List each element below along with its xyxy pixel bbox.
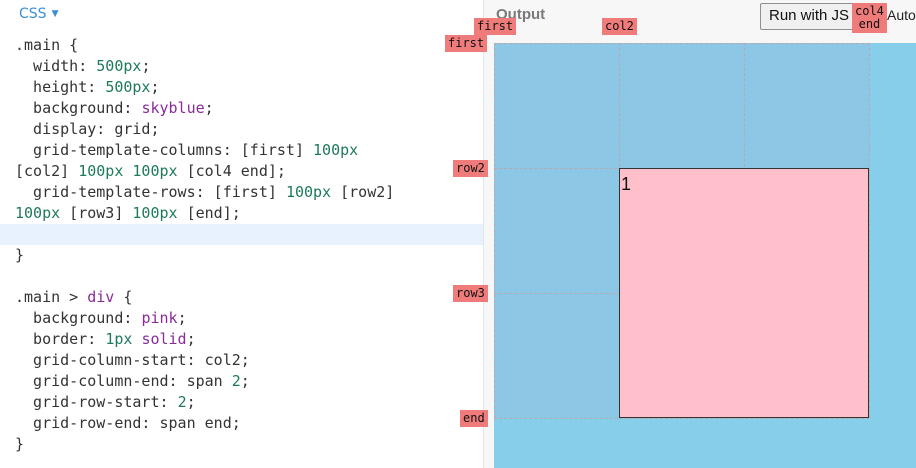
code-token: div (87, 288, 115, 306)
grid-line-row-end (494, 418, 869, 419)
chevron-down-icon: ▼ (51, 9, 59, 19)
code-token: height: (15, 78, 106, 96)
code-token: 1px (105, 330, 133, 348)
row-tag-first: first (445, 35, 488, 52)
grid-container: 1 (494, 43, 916, 468)
row-tag-row3: row3 (453, 285, 488, 302)
auto-run-label[interactable]: Auto-run JS (887, 7, 916, 23)
code-token: .main { (15, 36, 79, 54)
row-tag-row2: row2 (453, 160, 488, 177)
code-token: } (15, 246, 25, 264)
language-dropdown[interactable]: CSS ▼ (19, 6, 58, 22)
code-token: grid-column-end: span (15, 372, 232, 390)
col-tag-col2: col2 (602, 18, 637, 35)
code-token: grid-template-rows: [first] (15, 183, 286, 201)
code-token: } (15, 435, 25, 453)
code-line[interactable] (0, 266, 483, 287)
grid-line-col-first (494, 43, 495, 418)
col-tag-first: first (474, 18, 517, 35)
code-token: [col4 end]; (177, 162, 286, 180)
code-token: .main > (15, 288, 88, 306)
code-token: [row2] (331, 183, 395, 201)
code-line[interactable]: height: 500px; (0, 77, 483, 98)
code-line[interactable]: grid-template-rows: [first] 100px [row2] (0, 182, 483, 203)
code-line[interactable]: background: pink; (0, 308, 483, 329)
code-token: pink (141, 309, 178, 327)
code-token: ; (186, 330, 196, 348)
code-token: grid-column-start: col2; (15, 351, 250, 369)
code-token: grid-row-start: (15, 393, 178, 411)
code-token: 100px (313, 141, 359, 159)
output-panel: Output Run with JS Auto-run JS 1 (484, 0, 916, 468)
code-token: grid-row-end: span end; (15, 414, 241, 432)
code-line[interactable] (0, 224, 483, 245)
grid-line-row-first (494, 43, 869, 44)
code-token: solid (141, 330, 187, 348)
code-token: grid-template-columns: [first] (15, 141, 314, 159)
code-line[interactable]: .main > div { (0, 287, 483, 308)
code-token: 100px 100px (78, 162, 178, 180)
code-token: [col2] (15, 162, 79, 180)
code-token: { (114, 288, 133, 306)
code-token: ; (141, 57, 151, 75)
code-token: 500px (105, 78, 151, 96)
code-token: [end]; (177, 204, 241, 222)
code-line[interactable]: grid-row-end: span end; (0, 413, 483, 434)
code-line[interactable]: border: 1px solid; (0, 329, 483, 350)
code-token: border: (15, 330, 106, 348)
code-token: display: grid; (15, 120, 160, 138)
code-token: ; (240, 372, 250, 390)
code-token: ; (204, 99, 214, 117)
code-line[interactable]: } (0, 434, 483, 455)
code-line[interactable]: width: 500px; (0, 56, 483, 77)
code-token: background: (15, 309, 142, 327)
code-token: 2 (231, 372, 241, 390)
code-token: 100px (132, 204, 178, 222)
code-token: width: (15, 57, 97, 75)
code-line[interactable]: display: grid; (0, 119, 483, 140)
language-label: CSS (19, 6, 47, 22)
code-token: 500px (96, 57, 142, 75)
col-tag-col4-end: col4 end (852, 3, 887, 33)
grid-line-col4-end (869, 43, 870, 418)
row-tag-end: end (460, 410, 488, 427)
code-token: [row3] (60, 204, 133, 222)
code-token: 2 (177, 393, 187, 411)
code-line[interactable]: .main { (0, 35, 483, 56)
code-token: 100px (15, 204, 61, 222)
css-editor-panel[interactable]: CSS ▼ .main { width: 500px; height: 500px… (0, 0, 484, 468)
grid-item: 1 (619, 168, 869, 418)
code-area[interactable]: .main { width: 500px; height: 500px; bac… (0, 35, 483, 455)
code-line[interactable]: [col2] 100px 100px [col4 end]; (0, 161, 483, 182)
code-token: ; (186, 393, 196, 411)
code-token: ; (150, 78, 160, 96)
code-line[interactable]: grid-row-start: 2; (0, 392, 483, 413)
code-line[interactable]: } (0, 245, 483, 266)
code-line[interactable]: grid-template-columns: [first] 100px (0, 140, 483, 161)
code-token: background: (15, 99, 142, 117)
code-token: ; (177, 309, 187, 327)
code-line[interactable]: background: skyblue; (0, 98, 483, 119)
grid-item-number: 1 (621, 174, 632, 194)
code-line[interactable]: 100px [row3] 100px [end]; (0, 203, 483, 224)
code-token: 100px (285, 183, 332, 201)
code-line[interactable]: grid-column-start: col2; (0, 350, 483, 371)
code-token: skyblue (141, 99, 205, 117)
code-line[interactable]: grid-column-end: span 2; (0, 371, 483, 392)
